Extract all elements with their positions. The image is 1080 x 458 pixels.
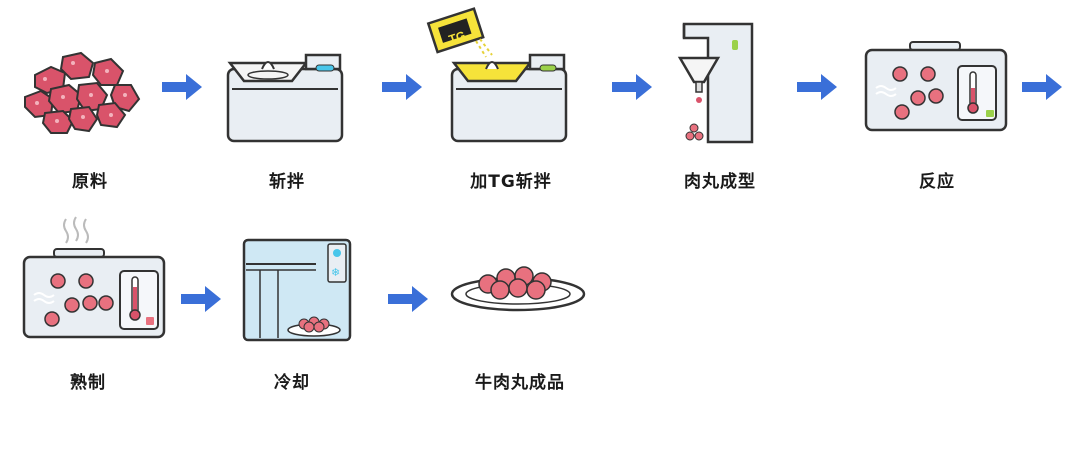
step-label: 反应 (919, 172, 955, 192)
step-label: 斩拌 (269, 172, 305, 192)
step-finished-product: 牛肉丸成品 (448, 258, 598, 458)
arrow-right-icon (382, 74, 422, 100)
tg-packet-text: TG (447, 28, 467, 46)
chopper-tg-icon: TG (426, 7, 568, 143)
step-tg-chopping: TG 加TG斩拌 (420, 5, 570, 205)
water-bath-icon (864, 41, 1008, 132)
step-forming: 肉丸成型 (670, 18, 820, 218)
step-label: 牛肉丸成品 (475, 373, 565, 393)
step-label: 原料 (72, 172, 108, 192)
step-label: 冷却 (274, 373, 310, 393)
arrow-right-icon (797, 74, 837, 100)
arrow-right-icon (181, 286, 221, 312)
step-label: 肉丸成型 (684, 172, 756, 192)
arrow-right-icon (1022, 74, 1062, 100)
step-label: 熟制 (70, 373, 106, 393)
cooking-bath-icon (22, 216, 166, 339)
refrigerator-icon: ❄ (242, 238, 352, 342)
chopper-icon (226, 53, 344, 143)
svg-text:❄: ❄ (331, 266, 340, 279)
arrow-right-icon (612, 74, 652, 100)
arrow-right-icon (388, 286, 428, 312)
step-cooking: 熟制 (20, 215, 170, 415)
step-cooling: ❄ 冷却 (242, 238, 392, 438)
step-chopping: 斩拌 (222, 45, 372, 245)
forming-machine-icon (677, 22, 754, 144)
meatball-plate-icon (450, 266, 586, 312)
step-reaction: 反应 (862, 40, 1012, 240)
step-raw-material: 原料 (15, 45, 165, 245)
arrow-right-icon (162, 74, 202, 100)
step-label: 加TG斩拌 (470, 172, 552, 192)
raw-meat-icon (24, 51, 141, 134)
